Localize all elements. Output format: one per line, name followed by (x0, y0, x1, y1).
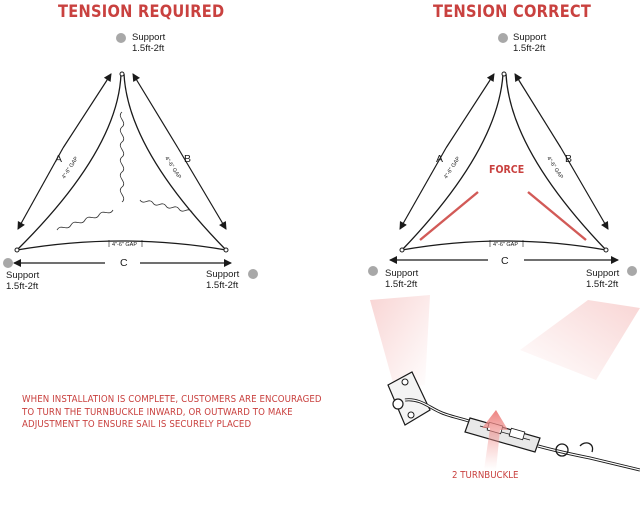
cable-eye (555, 443, 569, 457)
left-title: TENSION REQUIRED (58, 2, 225, 22)
force-label: FORCE (489, 163, 525, 176)
right-title: TENSION CORRECT (433, 2, 592, 22)
left-side-c-label: C (120, 257, 128, 269)
right-side-b-label: B (565, 153, 573, 165)
force-line-right (527, 191, 587, 241)
right-arrow-b (514, 73, 562, 149)
right-sail-edge-b (505, 73, 607, 251)
right-support-top-dot (498, 33, 508, 43)
left-support-top-dot (116, 33, 126, 43)
right-triangle (368, 33, 637, 276)
left-sail-edge-b (123, 73, 227, 251)
note-line-2: TO TURN THE TURNBUCKLE INWARD, OR OUTWAR… (22, 406, 293, 418)
force-line-left (419, 191, 479, 241)
right-side-a-label: A (436, 153, 444, 165)
left-wrinkle-left (56, 209, 114, 231)
right-support-left-dot (368, 266, 378, 276)
glow-beam-left (370, 295, 430, 390)
glow-beam-right (520, 300, 640, 380)
right-support-right-dot (627, 266, 637, 276)
right-sail-edge-c (401, 240, 607, 251)
left-wrinkle-right (139, 199, 193, 213)
left-arrow-a (62, 73, 112, 149)
note-line-1: WHEN INSTALLATION IS COMPLETE, CUSTOMERS… (22, 394, 322, 405)
left-sail-edge-c (16, 240, 227, 251)
right-arrow-a (445, 73, 495, 149)
right-sail-edge-a (401, 73, 504, 251)
left-sail-edge-a (16, 73, 122, 251)
left-support-left-dot (3, 258, 13, 268)
right-gap-c: 4"-6" GAP (493, 242, 518, 248)
right-side-c-label: C (501, 255, 509, 267)
adjust-arrow (482, 410, 508, 470)
left-arrow-b (132, 73, 179, 149)
left-support-right-dot (248, 269, 258, 279)
left-side-b-label: B (184, 153, 192, 165)
turnbuckle-illustration (370, 295, 640, 472)
turnbuckle-caption: 2 TURNBUCKLE (452, 470, 519, 481)
installation-note: WHEN INSTALLATION IS COMPLETE, CUSTOMERS… (22, 394, 322, 432)
left-gap-c: 4"-6" GAP (112, 242, 137, 248)
note-line-3: ADJUSTMENT TO ENSURE SAIL IS SECURELY PL… (22, 419, 252, 430)
left-triangle (3, 33, 258, 279)
left-side-a-label: A (55, 153, 63, 165)
left-wrinkle-vertical (119, 111, 125, 203)
